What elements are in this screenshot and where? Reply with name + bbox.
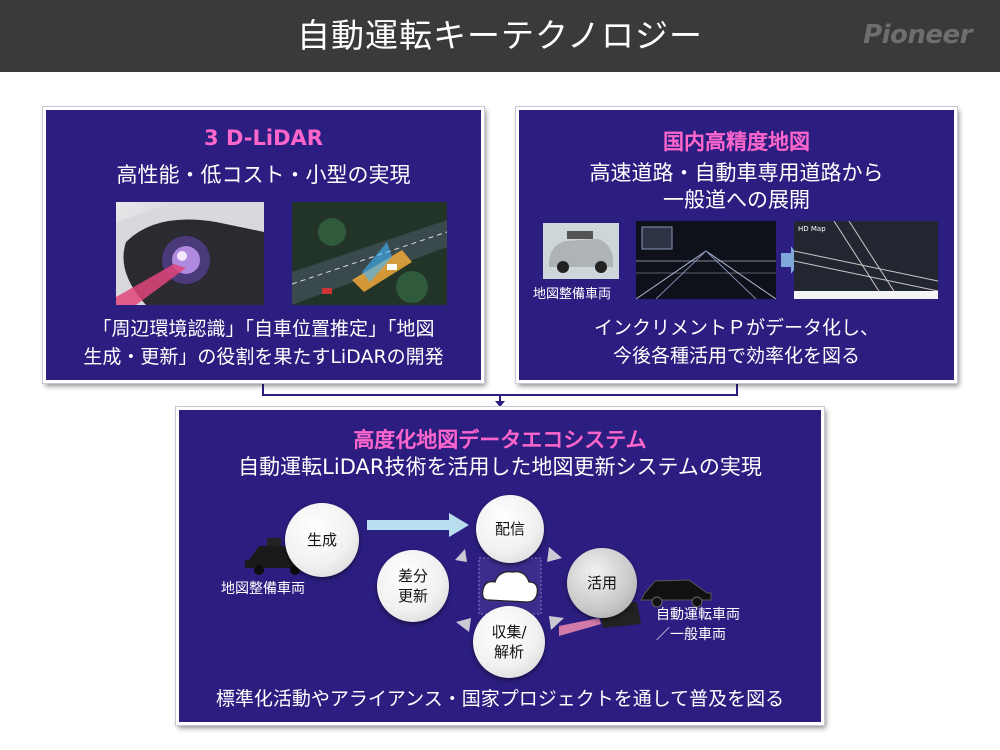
hdmap-image-caption: HD Map — [798, 225, 826, 233]
collect-analyze-line1: 収集/ — [491, 623, 527, 641]
cycle-arrow-3-icon — [549, 616, 564, 630]
lidar-heading: 3 D-LiDAR — [204, 126, 323, 150]
ecosystem-footer: 標準化活動やアライアンス・国家プロジェクトを通して普及を図る — [215, 688, 785, 710]
ecosystem-diagram — [245, 513, 712, 636]
diff-update-line1: 差分 — [397, 567, 428, 585]
right-vehicle-label-line2: ／一般車両 — [656, 627, 726, 643]
slide-title: 自動運転キーテクノロジー — [296, 16, 704, 55]
lidar-panel: 3 D-LiDAR 高性能・低コスト・小型の実現 — [42, 106, 485, 384]
ecosystem-heading: 高度化地図データエコシステム — [353, 428, 647, 452]
hdmap-body-line2: 今後各種活用で効率化を図る — [612, 345, 860, 367]
right-vehicle-icon — [640, 579, 712, 601]
pointcloud-image — [636, 221, 776, 299]
cloud-icon — [482, 571, 538, 603]
node-generate: 生成 — [285, 503, 359, 577]
cycle-arrow-2-icon — [547, 547, 562, 562]
right-vehicle-label-line1: 自動運転車両 — [656, 607, 740, 623]
lidar-subtitle: 高性能・低コスト・小型の実現 — [116, 163, 411, 187]
left-vehicle-label: 地図整備車両 — [221, 581, 305, 597]
lidar-body-line2: 生成・更新」の役割を果たすLiDARの開発 — [83, 346, 444, 368]
node-distribute: 配信 — [476, 495, 544, 563]
ecosystem-subtitle: 自動運転LiDAR技術を活用した地図更新システムの実現 — [238, 455, 762, 479]
node-diff-update: 差分 更新 — [377, 550, 449, 622]
cycle-arrow-4-icon — [456, 618, 471, 632]
lidar-sensor-photo — [116, 202, 264, 305]
connector-left — [262, 383, 500, 396]
diff-update-line2: 更新 — [397, 587, 428, 605]
hdmap-body-line1: インクリメントＰがデータ化し、 — [593, 317, 879, 339]
pioneer-logo: Pioneer — [863, 20, 972, 50]
node-use: 活用 — [567, 548, 637, 618]
hdmap-subtitle-line2: 一般道への展開 — [663, 188, 810, 212]
hdmap-panel: 国内高精度地図 高速道路・自動車専用道路から 一般道への展開 地図整備車両 — [515, 106, 958, 384]
connector-right — [500, 383, 738, 396]
lidar-beam-icon — [559, 618, 601, 636]
collect-analyze-line2: 解析 — [493, 643, 524, 661]
mapping-vehicle-photo — [543, 223, 619, 279]
hdmap-heading: 国内高精度地図 — [663, 130, 810, 154]
title-bar — [0, 0, 1000, 72]
node-collect-analyze: 収集/ 解析 — [473, 606, 545, 678]
ecosystem-panel: 高度化地図データエコシステム 自動運転LiDAR技術を活用した地図更新システムの… — [175, 406, 825, 726]
connector-arrowhead — [495, 401, 505, 407]
cycle-arrow-1-icon — [455, 549, 467, 562]
hdmap-subtitle-line1: 高速道路・自動車専用道路から — [589, 161, 884, 185]
lidar-body-line1: 「周辺環境認識」「自車位置推定」「地図 — [92, 318, 435, 340]
generate-to-distribute-arrow-icon — [367, 513, 469, 537]
hdmap-image: HD Map — [794, 221, 938, 299]
lidar-road-visualization — [292, 202, 447, 305]
mapping-vehicle-label: 地図整備車両 — [533, 287, 612, 302]
